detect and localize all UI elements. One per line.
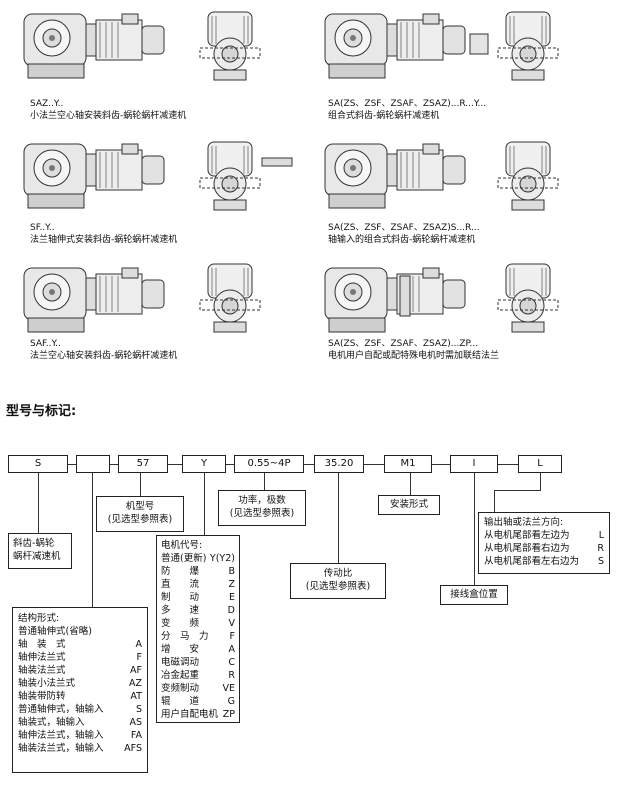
leader-line [38,473,39,533]
section-title: 型号与标记: [6,404,77,419]
ratio-label: 传动比 [323,568,353,579]
leader-line [494,490,495,512]
mounting-box: 安装形式 [378,495,440,515]
product-caption-1: SAZ..Y.. 小法兰空心轴安装斜齿-蜗轮蜗杆减速机 [30,98,186,122]
ratio-note: (见选型参照表) [305,581,371,592]
product-description: 电机用户自配或配特殊电机时需加联结法兰 [328,351,500,361]
frame-label: 机型号 [125,501,155,512]
terminal-box: 接线盒位置 [440,585,508,605]
product-caption-3: SF..Y.. 法兰轴伸式安装斜齿-蜗轮蜗杆减速机 [30,222,177,246]
code-box-type: S [8,455,68,473]
code-box-frame: 57 [118,455,168,473]
frame-note: (见选型参照表) [107,514,173,525]
connector [226,464,234,465]
product-description: 法兰轴伸式安装斜齿-蜗轮蜗杆减速机 [30,235,178,245]
connector [68,464,76,465]
connector [304,464,314,465]
leader-line [140,473,141,497]
power-box: 功率，极数 (见选型参照表) [218,490,306,526]
code-box-mounting: M1 [384,455,432,473]
leader-line [92,473,93,607]
code-box-ratio: 35.20 [314,455,364,473]
gear-type-line: 蜗杆减速机 [13,551,61,562]
product-caption-4: SA(ZS、ZSF、ZSAF、ZSAZ)S...R... 轴输入的组合式斜齿-蜗… [328,222,480,246]
connector [110,464,118,465]
leader-line [474,473,475,585]
leader-line [410,473,411,495]
product-caption-6: SA(ZS、ZSF、ZSAF、ZSAZ)...ZP... 电机用户自配或配特殊电… [328,338,499,362]
product-caption-5: SAF..Y.. 法兰空心轴安装斜齿-蜗轮蜗杆减速机 [30,338,177,362]
product-model: SA(ZS、ZSF、ZSAF、ZSAZ)...ZP... [328,339,479,349]
leader-line [264,473,265,491]
leader-line [540,473,541,491]
product-description: 轴输入的组合式斜齿-蜗轮蜗杆减速机 [328,235,476,245]
motor-item: 普通(更新)Y(Y2) [161,553,235,564]
product-model: SAZ..Y.. [30,99,64,109]
code-box-power: 0.55~4P [234,455,304,473]
code-box-motor: Y [182,455,226,473]
connector [498,464,518,465]
gearbox-drawings [23,11,559,333]
ratio-box: 传动比 (见选型参照表) [290,563,386,599]
code-box-direction: L [518,455,562,473]
power-note: (见选型参照表) [229,508,295,519]
connector [432,464,450,465]
product-description: 组合式斜齿-蜗轮蜗杆减速机 [328,111,440,121]
product-caption-2: SA(ZS、ZSF、ZSAF、ZSAZ)...R...Y... 组合式斜齿-蜗轮… [328,98,486,122]
terminal-label: 接线盒位置 [450,589,498,600]
product-description: 小法兰空心轴安装斜齿-蜗轮蜗杆减速机 [30,111,187,121]
connector [364,464,384,465]
leader-line [494,490,541,491]
structure-title: 结构形式: [18,613,60,624]
product-model: SA(ZS、ZSF、ZSAF、ZSAZ)S...R... [328,223,480,233]
mounting-label: 安装形式 [389,499,428,510]
code-box-terminal: I [450,455,498,473]
leader-line [338,473,339,563]
gear-type-line: 斜齿-蜗轮 [13,538,55,549]
motor-title: 电机代号: [161,540,203,551]
leader-line [204,473,205,535]
power-label: 功率，极数 [238,495,286,506]
gear-type-box: 斜齿-蜗轮 蜗杆减速机 [8,533,72,569]
product-description: 法兰空心轴安装斜齿-蜗轮蜗杆减速机 [30,351,178,361]
frame-box: 机型号 (见选型参照表) [96,496,184,532]
structure-item: 普通轴伸式(省略) [18,626,92,637]
product-model: SF..Y.. [30,223,55,233]
code-box-structure [76,455,110,473]
direction-title: 输出轴或法兰方向: [484,517,564,528]
product-model: SAF..Y.. [30,339,61,349]
product-model: SA(ZS、ZSF、ZSAF、ZSAZ)...R...Y... [328,99,487,109]
connector [168,464,182,465]
